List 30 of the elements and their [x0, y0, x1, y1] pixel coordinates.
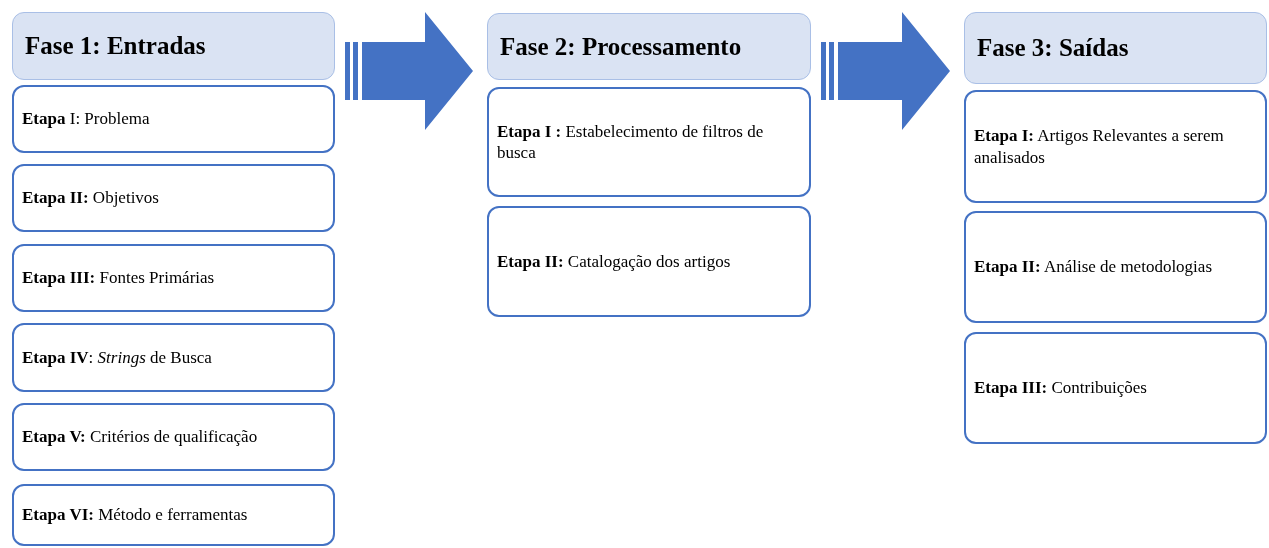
block-arrow — [821, 12, 950, 130]
step-text: Etapa V: Critérios de qualificação — [22, 426, 258, 448]
step-box — [964, 90, 1267, 203]
step-text: Etapa II: Objetivos — [22, 187, 159, 209]
step-text: Etapa III: Fontes Primárias — [22, 267, 215, 289]
step-box — [12, 164, 335, 232]
step-text: Etapa III: Contribuições — [974, 377, 1147, 399]
step-text: Etapa IV: Strings de Busca — [22, 346, 212, 369]
block-arrow — [345, 12, 473, 130]
step-box — [12, 403, 335, 471]
step-box — [12, 323, 335, 392]
phase-title: Fase 2: Processamento — [500, 31, 742, 62]
step-box — [487, 206, 811, 317]
step-box — [12, 484, 335, 546]
step-box — [12, 244, 335, 312]
phase-header-box — [12, 12, 335, 80]
step-box — [964, 332, 1267, 444]
step-text: Etapa I: Problema — [22, 108, 150, 130]
step-text: Etapa I: Artigos Relevantes a serem analisados — [974, 125, 1225, 168]
step-box — [964, 211, 1267, 323]
step-box — [487, 87, 811, 197]
step-text: Etapa II: Análise de metodologias — [974, 256, 1212, 278]
step-text: Etapa I : Estabelecimento de filtros de busca — [497, 120, 765, 164]
phase-header-box — [487, 13, 811, 80]
step-box — [12, 85, 335, 153]
phase-title: Fase 3: Saídas — [977, 33, 1129, 64]
step-text: Etapa II: Catalogação dos artigos — [497, 250, 731, 273]
phase-header-box — [964, 12, 1267, 84]
phase-title: Fase 1: Entradas — [25, 31, 206, 62]
step-text: Etapa VI: Método e ferramentas — [22, 504, 248, 526]
